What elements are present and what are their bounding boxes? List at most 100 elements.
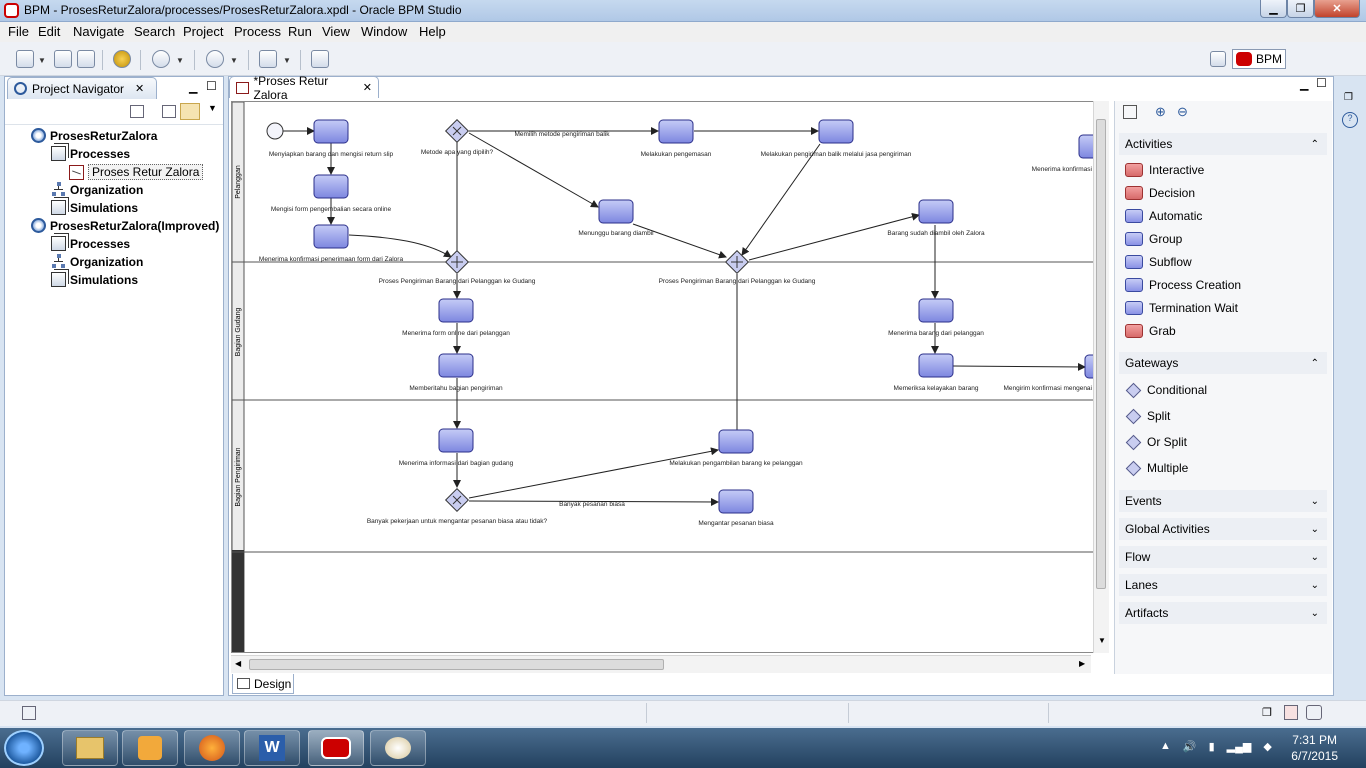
tab-project-navigator[interactable]: Project Navigator ✕ xyxy=(7,77,157,99)
maximize-view-icon[interactable]: ☐ xyxy=(1316,76,1327,90)
palette-section-activities[interactable]: Activities ⌃ xyxy=(1119,133,1327,155)
minimize-view-icon[interactable]: ▁ xyxy=(189,82,198,94)
tree-item-organization[interactable]: Organization xyxy=(51,182,143,197)
run-icon[interactable] xyxy=(259,50,277,68)
maximize-view-icon[interactable]: ☐ xyxy=(206,79,217,93)
vertical-scrollbar[interactable]: ▼ xyxy=(1093,101,1109,653)
signal-icon[interactable]: ▂▄▆ xyxy=(1226,741,1252,753)
palette-item-termination-wait[interactable]: Termination Wait xyxy=(1125,301,1238,315)
open-perspective-icon[interactable] xyxy=(1210,51,1226,67)
drive-icon[interactable]: ◆ xyxy=(1263,741,1272,753)
palette-section-events[interactable]: Events⌄ xyxy=(1119,490,1327,512)
collapse-all-icon[interactable] xyxy=(162,105,176,118)
palette-item-conditional[interactable]: Conditional xyxy=(1125,382,1207,398)
explorer-taskbar-icon[interactable] xyxy=(62,730,118,766)
deploy-icon[interactable] xyxy=(206,50,224,68)
firefox-taskbar-icon[interactable] xyxy=(184,730,240,766)
close-tab-icon[interactable]: ✕ xyxy=(362,82,372,94)
show-hidden-icons[interactable]: ▲ xyxy=(1160,740,1171,752)
tree-item-process-file[interactable]: Proses Retur Zalora xyxy=(69,164,204,180)
chevron-down-icon[interactable]: ▼ xyxy=(1098,636,1106,645)
diagram-canvas[interactable]: Pelanggan Bagian Gudang Bagian Pengirima… xyxy=(231,101,1095,653)
palette-section-artifacts[interactable]: Artifacts⌄ xyxy=(1119,602,1327,624)
tree-item-simulations[interactable]: Simulations xyxy=(51,272,138,287)
chevron-down-icon[interactable]: ⌄ xyxy=(1310,579,1319,591)
palette-item-subflow[interactable]: Subflow xyxy=(1125,255,1192,269)
menu-window[interactable]: Window xyxy=(361,24,408,39)
help-icon[interactable]: ? xyxy=(1342,112,1358,128)
chevron-down-icon[interactable]: ⌄ xyxy=(1310,523,1319,535)
palette-item-split[interactable]: Split xyxy=(1125,408,1170,424)
chevron-down-icon[interactable]: ⌄ xyxy=(1310,607,1319,619)
menu-search[interactable]: Search xyxy=(134,24,176,39)
menu-help[interactable]: Help xyxy=(419,24,446,39)
palette-item-process-creation[interactable]: Process Creation xyxy=(1125,278,1241,292)
volume-icon[interactable]: 🔊 xyxy=(1182,741,1197,753)
close-tab-icon[interactable]: ✕ xyxy=(135,83,145,95)
tool-icon[interactable] xyxy=(311,50,329,68)
tree-item-project[interactable]: ProsesReturZalora xyxy=(31,128,157,143)
tree-item-processes[interactable]: Processes xyxy=(51,236,130,251)
link-editor-icon[interactable] xyxy=(180,103,200,120)
save-icon[interactable] xyxy=(54,50,72,68)
palette-item-group[interactable]: Group xyxy=(1125,232,1182,246)
minimized-view-icon[interactable] xyxy=(1284,705,1298,720)
minimize-view-icon[interactable]: ▁ xyxy=(1300,79,1309,91)
fast-view-icon[interactable] xyxy=(22,706,36,720)
tree-item-organization[interactable]: Organization xyxy=(51,254,143,269)
menu-file[interactable]: File xyxy=(8,24,29,39)
palette-section-gateways[interactable]: Gateways ⌃ xyxy=(1119,352,1327,374)
menu-run[interactable]: Run xyxy=(288,24,312,39)
chevron-down-icon[interactable]: ⌄ xyxy=(1310,551,1319,563)
zoom-in-icon[interactable]: ⊕ xyxy=(1155,104,1166,119)
menu-edit[interactable]: Edit xyxy=(38,24,61,39)
new-icon[interactable] xyxy=(16,50,34,68)
chevron-right-icon[interactable]: ▶ xyxy=(1079,659,1086,668)
close-button[interactable]: ✕ xyxy=(1314,0,1360,18)
palette-section-lanes[interactable]: Lanes⌄ xyxy=(1119,574,1327,596)
palette-section-flow[interactable]: Flow⌄ xyxy=(1119,546,1327,568)
paint-taskbar-icon[interactable] xyxy=(370,730,426,766)
maximize-button[interactable]: ❐ xyxy=(1287,0,1314,18)
word-taskbar-icon[interactable]: W xyxy=(244,730,300,766)
clock[interactable]: 7:31 PM 6/7/2015 xyxy=(1291,732,1338,764)
bpm-perspective-button[interactable]: BPM xyxy=(1232,49,1286,69)
horizontal-scrollbar[interactable]: ◀ ▶ xyxy=(231,655,1091,673)
globe-icon[interactable] xyxy=(152,50,170,68)
menu-navigate[interactable]: Navigate xyxy=(73,24,125,39)
tree-item-processes[interactable]: Processes xyxy=(51,146,130,161)
chevron-down-icon[interactable]: ⌄ xyxy=(1310,495,1319,507)
scrollbar-thumb[interactable] xyxy=(249,659,664,670)
palette-item-automatic[interactable]: Automatic xyxy=(1125,209,1202,223)
view-menu-icon[interactable] xyxy=(130,105,144,118)
restore-view-icon[interactable]: ❐ xyxy=(1344,92,1353,103)
chevron-up-icon[interactable]: ⌃ xyxy=(1310,138,1319,150)
minimize-button[interactable]: ▁ xyxy=(1260,0,1287,18)
tree-item-simulations[interactable]: Simulations xyxy=(51,200,138,215)
menu-view[interactable]: View xyxy=(322,24,350,39)
menu-project[interactable]: Project xyxy=(183,24,224,39)
palette-item-interactive[interactable]: Interactive xyxy=(1125,163,1204,177)
menu-process[interactable]: Process xyxy=(234,24,281,39)
tab-design[interactable]: Design xyxy=(232,674,294,694)
chevron-down-icon[interactable]: ▼ xyxy=(230,56,238,65)
coin-icon[interactable] xyxy=(113,50,131,68)
minimized-view-icon[interactable] xyxy=(1306,705,1322,720)
palette-layout-icon[interactable] xyxy=(1123,105,1137,119)
print-icon[interactable] xyxy=(77,50,95,68)
tree-item-project-improved[interactable]: ProsesReturZalora(Improved) xyxy=(31,218,219,233)
palette-section-global-activities[interactable]: Global Activities⌄ xyxy=(1119,518,1327,540)
start-button[interactable] xyxy=(4,730,44,766)
palette-item-multiple[interactable]: Multiple xyxy=(1125,460,1188,476)
process-diagram[interactable]: Pelanggan Bagian Gudang Bagian Pengirima… xyxy=(232,102,1095,653)
chevron-down-icon[interactable]: ▼ xyxy=(38,56,46,65)
media-player-taskbar-icon[interactable] xyxy=(122,730,178,766)
chevron-down-icon[interactable]: ▼ xyxy=(208,103,217,113)
chevron-down-icon[interactable]: ▼ xyxy=(283,56,291,65)
network-icon[interactable]: ▮ xyxy=(1208,741,1215,753)
palette-item-grab[interactable]: Grab xyxy=(1125,324,1176,338)
chevron-left-icon[interactable]: ◀ xyxy=(235,659,242,668)
chevron-up-icon[interactable]: ⌃ xyxy=(1310,357,1319,369)
restore-icon[interactable]: ❐ xyxy=(1262,707,1272,719)
chevron-down-icon[interactable]: ▼ xyxy=(176,56,184,65)
